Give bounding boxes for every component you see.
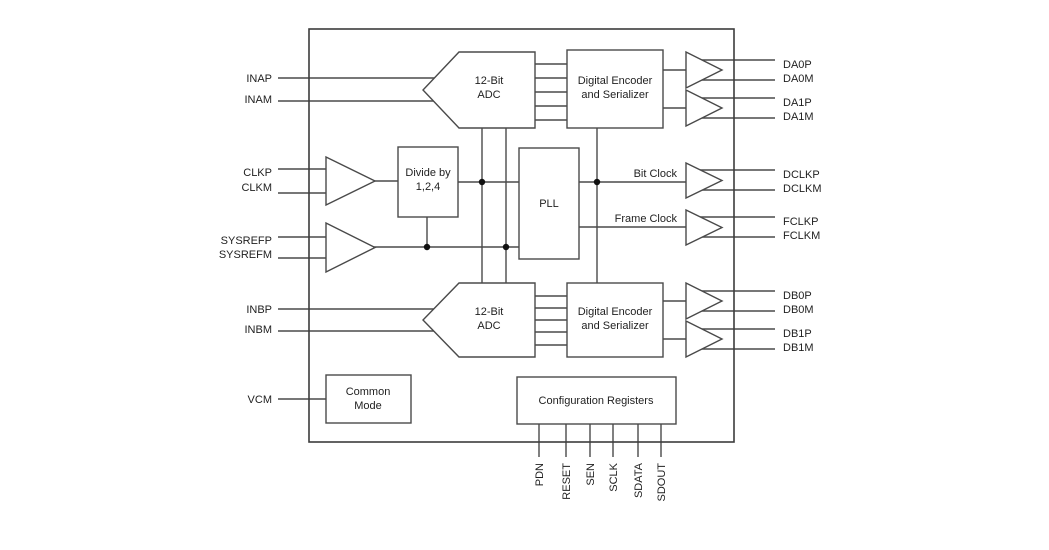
pin-label-db0p: DB0P bbox=[783, 290, 812, 302]
pin-label-pdn: PDN bbox=[534, 463, 546, 486]
adc-b-block bbox=[422, 282, 536, 358]
lvds-driver-da1 bbox=[685, 88, 724, 128]
pll-label: PLL bbox=[539, 198, 559, 210]
blocks bbox=[325, 49, 724, 425]
encoder-a-label-2: and Serializer bbox=[581, 89, 649, 101]
pin-label-clkp: CLKP bbox=[243, 167, 272, 179]
pin-label-db0m: DB0M bbox=[783, 304, 814, 316]
clock-buffer bbox=[325, 155, 377, 207]
labels: INAP INAM CLKP CLKM SYSREFP SYSREFM INBP… bbox=[219, 59, 822, 502]
pin-label-inbp: INBP bbox=[246, 304, 272, 316]
pin-label-da0m: DA0M bbox=[783, 73, 814, 85]
pin-label-fclkp: FCLKP bbox=[783, 216, 818, 228]
lvds-driver-db1 bbox=[685, 319, 724, 359]
pin-label-inbm: INBM bbox=[245, 324, 273, 336]
encoder-b-label-1: Digital Encoder bbox=[578, 306, 653, 318]
pin-label-db1m: DB1M bbox=[783, 342, 814, 354]
pin-label-inap: INAP bbox=[246, 73, 272, 85]
common-mode-label-1: Common bbox=[346, 386, 391, 398]
sysref-buffer bbox=[325, 221, 377, 274]
common-mode-label-2: Mode bbox=[354, 400, 382, 412]
pll-block bbox=[518, 147, 580, 260]
config-registers-label: Configuration Registers bbox=[539, 395, 654, 407]
junction-dot bbox=[593, 178, 601, 186]
lvds-driver-da0 bbox=[685, 50, 724, 90]
pin-label-sclk: SCLK bbox=[608, 462, 620, 491]
adc-b-label-2: ADC bbox=[477, 320, 500, 332]
pin-label-reset: RESET bbox=[561, 463, 573, 500]
wires bbox=[278, 59, 775, 457]
pin-label-sdout: SDOUT bbox=[656, 463, 668, 502]
common-mode-block bbox=[325, 374, 412, 424]
lvds-driver-db0 bbox=[685, 281, 724, 321]
adc-a-label-1: 12-Bit bbox=[475, 75, 504, 87]
pin-label-dclkm: DCLKM bbox=[783, 183, 822, 195]
lvds-driver-fclk bbox=[685, 208, 724, 247]
encoder-a-block bbox=[566, 49, 664, 129]
divider-label-1: Divide by bbox=[405, 167, 451, 179]
junction-dot bbox=[478, 178, 486, 186]
net-label-bit-clock: Bit Clock bbox=[634, 168, 678, 180]
junction-dot bbox=[502, 243, 510, 251]
junction-dot bbox=[423, 243, 431, 251]
adc-a-label-2: ADC bbox=[477, 89, 500, 101]
pin-label-db1p: DB1P bbox=[783, 328, 812, 340]
pin-label-da1m: DA1M bbox=[783, 111, 814, 123]
chip-boundary bbox=[308, 28, 735, 443]
divider-label-2: 1,2,4 bbox=[416, 181, 440, 193]
encoder-b-block bbox=[566, 282, 664, 358]
adc-b-label-1: 12-Bit bbox=[475, 306, 504, 318]
pin-label-dclkp: DCLKP bbox=[783, 169, 820, 181]
net-label-frame-clock: Frame Clock bbox=[615, 213, 678, 225]
divider-block bbox=[397, 146, 459, 218]
lvds-driver-dclk bbox=[685, 161, 724, 200]
pin-label-da1p: DA1P bbox=[783, 97, 812, 109]
adc-a-block bbox=[422, 51, 536, 129]
encoder-a-label-1: Digital Encoder bbox=[578, 75, 653, 87]
pin-label-sysrefp: SYSREFP bbox=[221, 235, 272, 247]
pin-label-sdata: SDATA bbox=[633, 462, 645, 498]
pin-label-inam: INAM bbox=[245, 94, 273, 106]
pin-label-fclkm: FCLKM bbox=[783, 230, 820, 242]
config-registers-block bbox=[516, 376, 677, 425]
pin-label-sysrefm: SYSREFM bbox=[219, 249, 272, 261]
pin-label-sen: SEN bbox=[585, 463, 597, 486]
pin-label-da0p: DA0P bbox=[783, 59, 812, 71]
pin-label-vcm: VCM bbox=[248, 394, 272, 406]
encoder-b-label-2: and Serializer bbox=[581, 320, 649, 332]
junction-dots bbox=[423, 178, 601, 251]
pin-label-clkm: CLKM bbox=[241, 182, 272, 194]
